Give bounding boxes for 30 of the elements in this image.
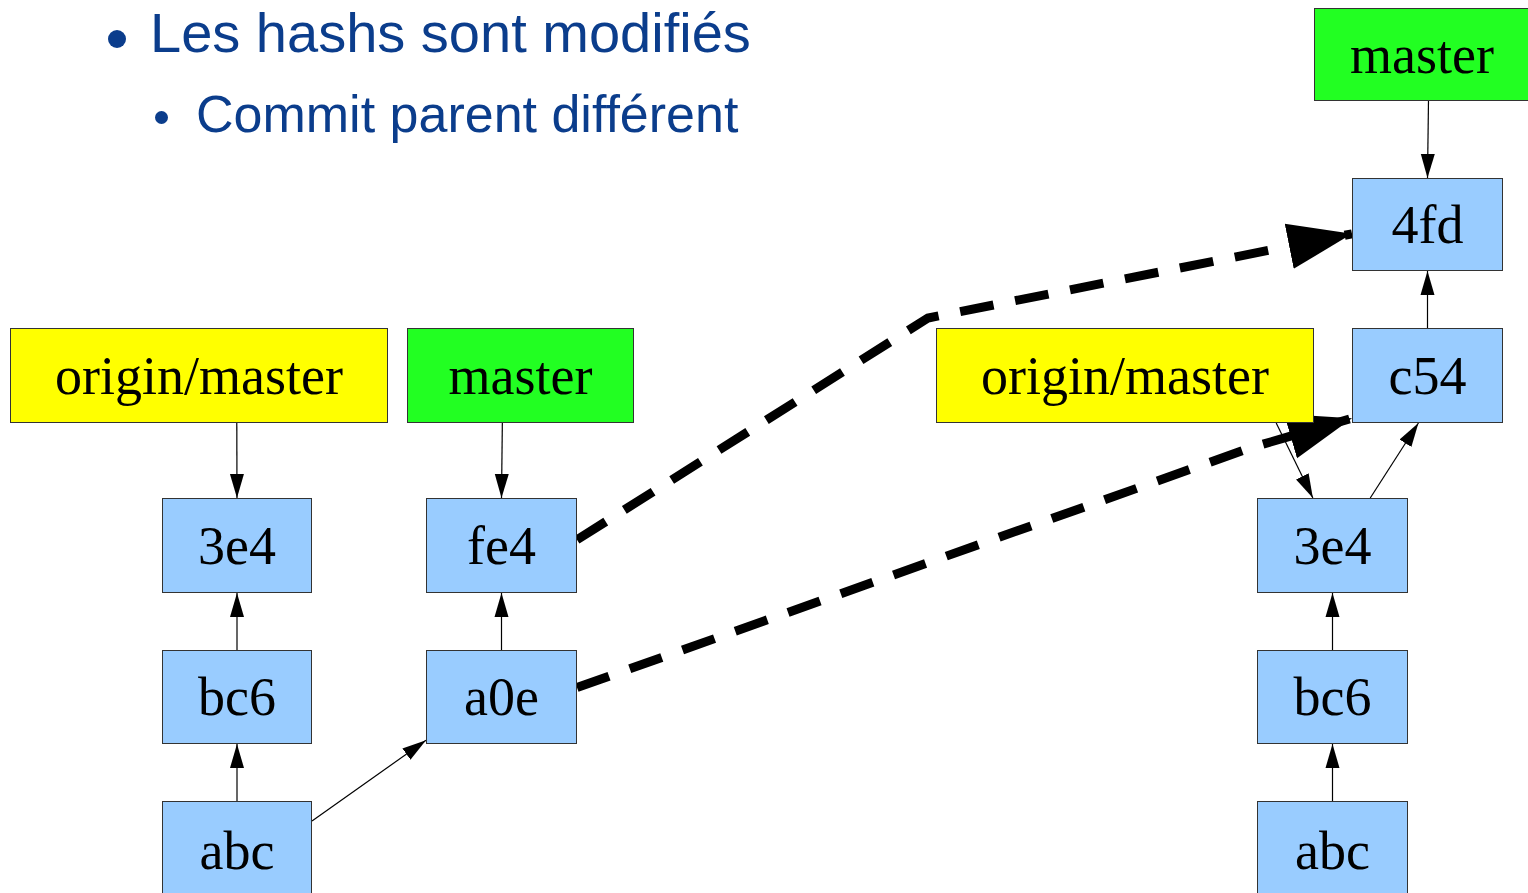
arrow [494,592,509,651]
sub-bullet-point: Commit parent différent [196,84,739,144]
arrow [230,743,244,802]
branch-tag: master [1314,8,1528,101]
dashed-arrow [574,223,1353,544]
commit-box: bc6 [162,650,312,744]
arrow [229,422,244,499]
arrow [1420,270,1435,329]
dashed-arrow [575,413,1354,692]
commit-box: 3e4 [1257,498,1408,593]
branch-tag: origin/master [10,328,388,423]
commit-box: abc [1257,801,1408,893]
arrow [311,739,427,822]
arrow [494,422,509,499]
bullet-point: Les hashs sont modifiés [150,0,751,65]
branch-tag: origin/master [936,328,1314,423]
commit-box: 4fd [1352,178,1503,271]
commit-box: abc [162,801,312,893]
commit-box: c54 [1352,328,1503,423]
arrow [1420,100,1435,179]
commit-box: 3e4 [162,498,312,593]
branch-tag: master [407,328,634,423]
arrow [230,592,244,651]
arrow [1325,743,1340,802]
arrow [1369,422,1420,499]
commit-box: bc6 [1257,650,1408,744]
arrow [1325,592,1340,651]
commit-box: fe4 [426,498,577,593]
arrow [1275,422,1314,499]
commit-box: a0e [426,650,577,744]
